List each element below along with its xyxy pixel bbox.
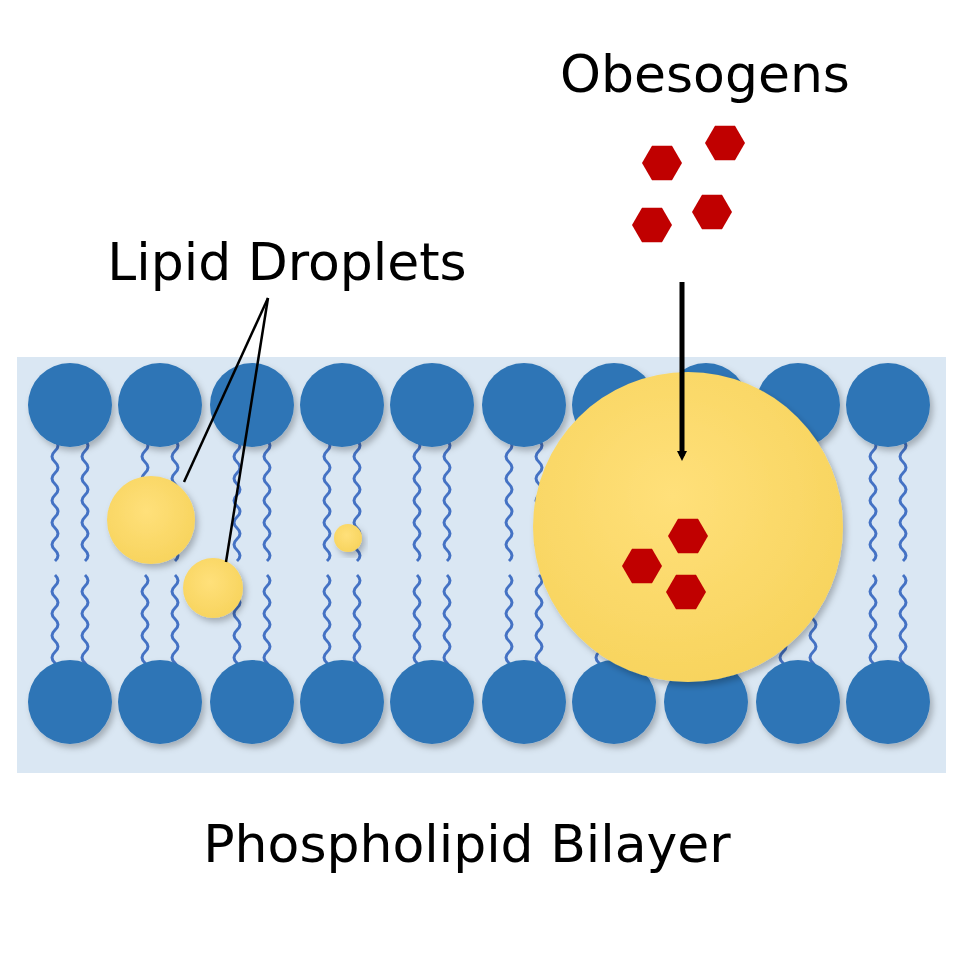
lipid-head [846,660,930,744]
lipid-head [118,660,202,744]
lipid-head [482,363,566,447]
lipid-head [210,660,294,744]
obesogen-hexagon [632,208,672,243]
obesogen-hexagon [666,575,706,610]
droplets-label: Lipid Droplets [107,233,466,293]
leader-line [226,298,268,562]
lipid-head [28,660,112,744]
lipid-heads [28,363,930,744]
obesogen-hexagon [705,126,745,161]
entry-arrow [680,282,685,456]
bilayer-label: Phospholipid Bilayer [203,815,730,875]
obesogen-hexagon [642,146,682,181]
obesogen-hexagon [668,519,708,554]
lipid-head [28,363,112,447]
obesogens-label: Obesogens [560,45,850,105]
lipid-tail [870,440,876,561]
lipid-tail [506,440,512,561]
lipid-head [846,363,930,447]
lipid-head [300,660,384,744]
obesogen-molecules [622,126,745,610]
lipid-head [118,363,202,447]
obesogen-hexagon [692,195,732,230]
lipid-tail [82,440,88,561]
lipid-head [756,660,840,744]
lipid-tail [444,440,450,561]
lipid-tail [900,440,906,561]
lipid-tail [264,440,270,561]
leader-line [184,298,268,482]
lipid-droplet [107,476,195,564]
lipid-head [482,660,566,744]
bilayer-band [17,357,946,773]
lipid-head [390,363,474,447]
lipid-head [390,660,474,744]
lipid-head [300,363,384,447]
lipid-tail [324,440,330,561]
lipid-droplet [334,524,362,552]
lipid-droplet [183,558,243,618]
obesogen-hexagon [622,549,662,584]
lipid-tail [414,440,420,561]
large-lipid-droplet [533,372,843,682]
lipid-tail [52,440,58,561]
